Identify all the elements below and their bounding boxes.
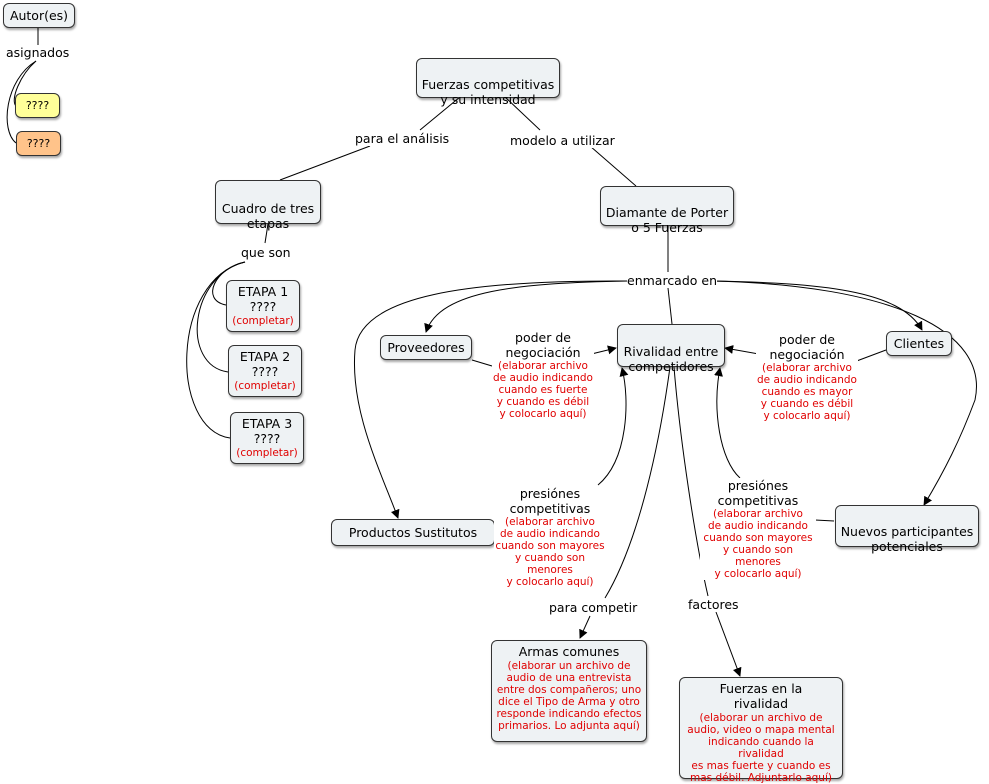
link-clientes-poder [853,349,887,363]
link-enmarcado-sustitutos [353,280,629,519]
link-enmarcado-clientes [711,280,923,331]
node-rivalidad[interactable]: Rivalidad entre competidores [617,324,725,374]
link-factores-fuerzasriv [715,611,742,677]
node-etapa3[interactable]: ETAPA 3 ???? (completar) [230,412,304,464]
label-para-analisis: para el análisis [355,131,450,146]
node-etapa1[interactable]: ETAPA 1 ???? (completar) [226,280,300,332]
link-enmarcado-proveedores [424,280,629,333]
node-fuerzas-competitivas[interactable]: Fuerzas competitivas y su intensidad [416,58,560,107]
link-proveedores-poder [471,359,493,367]
link-enmarcado-nuevos [711,280,977,506]
link-asignados-q2 [6,60,37,144]
node-autores[interactable]: Autor(es) [3,3,75,28]
link-analisis-cuadro [279,145,371,181]
link-rivalidad-competir [604,366,671,599]
label-presiones-izq: presiónes competitivas (elaborar archivo… [494,486,606,588]
link-enmarcado-rivalidad [667,287,673,325]
label-modelo-utilizar: modelo a utilizar [510,133,615,148]
link-cuadro-queson [264,223,269,244]
node-cuadro-tres-etapas[interactable]: Cuadro de tres etapas [215,180,321,231]
label-presiones-der: presiónes competitivas (elaborar archivo… [700,478,816,580]
label-para-competir: para competir [549,600,638,615]
label-que-son: que son [241,245,291,260]
link-queson-etapa3 [186,261,246,439]
node-armas-comunes[interactable]: Armas comunes (elaborar un archivo de au… [491,640,647,742]
node-diamante-porter[interactable]: Diamante de Porter o 5 Fuerzas [600,186,734,235]
node-etapa2[interactable]: ETAPA 2 ???? (completar) [228,345,302,397]
label-poder-negociacion-der: poder de negociación (elaborar archivo d… [756,332,858,422]
link-presiones-rivalidad-der [714,367,741,479]
node-proveedores[interactable]: Proveedores [380,335,472,360]
node-q1[interactable]: ???? [15,93,60,118]
label-enmarcado-en: enmarcado en [627,273,718,288]
link-fuerzas-modelo [504,96,541,131]
node-q2[interactable]: ???? [16,131,61,156]
link-queson-etapa2 [196,261,246,373]
node-clientes[interactable]: Clientes [886,331,952,356]
label-asignados: asignados [6,45,70,60]
label-poder-negociacion-izq: poder de negociación (elaborar archivo d… [492,330,594,420]
node-nuevos-participantes[interactable]: Nuevos participantes potenciales [835,505,979,554]
link-asignados-q1 [13,60,37,107]
label-factores: factores [688,597,739,612]
link-presiones-rivalidad [597,367,629,486]
link-nuevos-presiones [814,519,835,522]
link-competir-armas [579,615,591,639]
node-fuerzas-rivalidad[interactable]: Fuerzas en la rivalidad (elaborar un arc… [679,677,843,784]
link-modelo-diamante [589,145,637,187]
node-productos-sustitutos[interactable]: Productos Sustitutos [331,519,495,546]
link-fuerzas-analisis [419,96,461,131]
